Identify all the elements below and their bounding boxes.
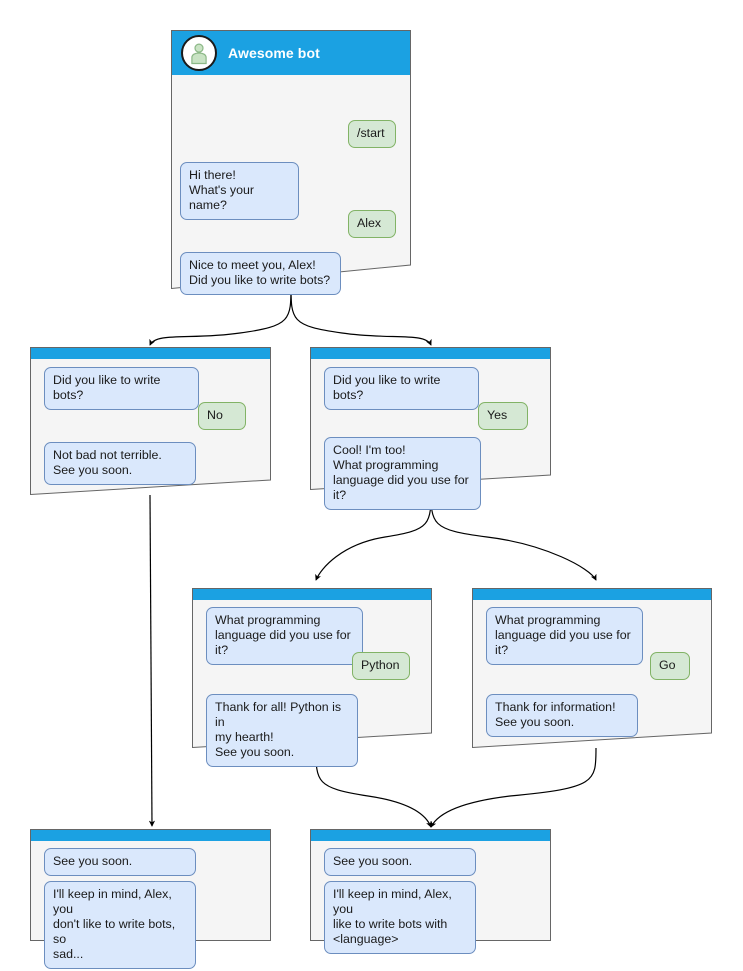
- message-bubble-bot: I'll keep in mind, Alex, you like to wri…: [324, 881, 476, 954]
- card-go-branch-header: [472, 588, 712, 600]
- card-end-happy-body: See you soon. I'll keep in mind, Alex, y…: [310, 829, 551, 954]
- card-yes-branch[interactable]: Did you like to write bots? Yes Cool! I'…: [310, 347, 551, 510]
- card-root-messages: /start Hi there! What's your name? Alex …: [171, 75, 411, 295]
- message-bubble-user: Yes: [478, 402, 528, 430]
- card-python-branch[interactable]: What programming language did you use fo…: [192, 588, 432, 767]
- card-root[interactable]: Awesome bot /start Hi there! What's your…: [171, 30, 411, 295]
- card-python-branch-messages: What programming language did you use fo…: [192, 600, 432, 767]
- message-bubble-bot: See you soon.: [44, 848, 196, 876]
- message-bubble-bot: Not bad not terrible. See you soon.: [44, 442, 196, 485]
- message-bubble-bot: Thank for all! Python is in my hearth! S…: [206, 694, 358, 767]
- edge-no-to-end-sad: [148, 494, 156, 827]
- card-yes-branch-body: Did you like to write bots? Yes Cool! I'…: [310, 347, 551, 510]
- card-root-header: Awesome bot: [171, 30, 411, 75]
- message-bubble-bot: Cool! I'm too! What programming language…: [324, 437, 481, 510]
- message-bubble-bot: What programming language did you use fo…: [206, 607, 363, 665]
- card-go-branch-body: What programming language did you use fo…: [472, 588, 712, 748]
- message-bubble-user: No: [198, 402, 246, 430]
- card-no-branch[interactable]: Did you like to write bots? No Not bad n…: [30, 347, 271, 495]
- message-bubble-user: /start: [348, 120, 396, 148]
- card-root-body: Awesome bot /start Hi there! What's your…: [171, 30, 411, 295]
- card-python-branch-header: [192, 588, 432, 600]
- message-bubble-bot: Thank for information! See you soon.: [486, 694, 638, 737]
- card-end-sad-messages: See you soon. I'll keep in mind, Alex, y…: [30, 841, 271, 969]
- card-no-branch-messages: Did you like to write bots? No Not bad n…: [30, 359, 271, 495]
- card-yes-branch-messages: Did you like to write bots? Yes Cool! I'…: [310, 359, 551, 510]
- card-end-happy-messages: See you soon. I'll keep in mind, Alex, y…: [310, 841, 551, 954]
- message-bubble-bot: I'll keep in mind, Alex, you don't like …: [44, 881, 196, 969]
- card-end-happy-header: [310, 829, 551, 841]
- card-python-branch-body: What programming language did you use fo…: [192, 588, 432, 767]
- message-bubble-bot: Hi there! What's your name?: [180, 162, 299, 220]
- user-avatar-icon: [181, 35, 217, 71]
- edge-go-to-end-happy: [430, 747, 597, 828]
- message-bubble-bot: Did you like to write bots?: [44, 367, 199, 410]
- message-bubble-user: Go: [650, 652, 690, 680]
- card-go-branch-messages: What programming language did you use fo…: [472, 600, 712, 748]
- message-bubble-bot: What programming language did you use fo…: [486, 607, 643, 665]
- card-end-happy[interactable]: See you soon. I'll keep in mind, Alex, y…: [310, 829, 551, 954]
- card-go-branch[interactable]: What programming language did you use fo…: [472, 588, 712, 748]
- card-end-sad[interactable]: See you soon. I'll keep in mind, Alex, y…: [30, 829, 271, 969]
- message-bubble-bot: See you soon.: [324, 848, 476, 876]
- card-yes-branch-header: [310, 347, 551, 359]
- card-end-sad-body: See you soon. I'll keep in mind, Alex, y…: [30, 829, 271, 969]
- card-end-sad-header: [30, 829, 271, 841]
- card-no-branch-header: [30, 347, 271, 359]
- message-bubble-user: Python: [352, 652, 410, 680]
- bot-title: Awesome bot: [228, 45, 320, 61]
- message-bubble-bot: Nice to meet you, Alex! Did you like to …: [180, 252, 341, 295]
- message-bubble-bot: Did you like to write bots?: [324, 367, 479, 410]
- message-bubble-user: Alex: [348, 210, 396, 238]
- card-no-branch-body: Did you like to write bots? No Not bad n…: [30, 347, 271, 495]
